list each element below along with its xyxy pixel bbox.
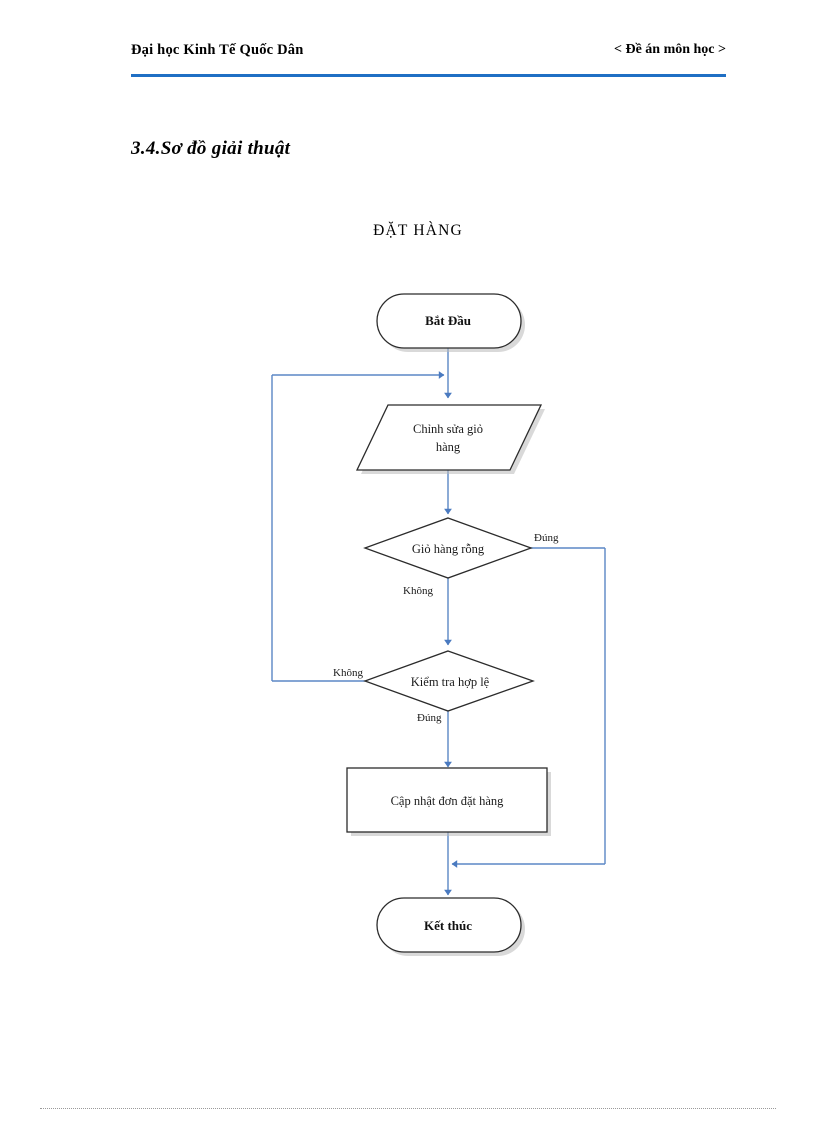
section-heading: 3.4.Sơ đồ giải thuật xyxy=(131,138,291,159)
node-start-label: Bắt Đầu xyxy=(425,313,471,328)
node-update-order-label: Cập nhật đơn đặt hàng xyxy=(391,794,505,808)
header-right-text: < Đề án môn học > xyxy=(613,42,726,57)
edge-label-valid-true: Đúng xyxy=(417,712,442,724)
node-edit-cart-label-line1: Chỉnh sửa giỏ xyxy=(413,422,483,436)
connector-empty-true-bypass xyxy=(451,547,606,868)
page-header: Đại học Kinh Tế Quốc Dân < Đề án môn học… xyxy=(131,42,726,70)
edge-label-empty-true: Đúng xyxy=(534,532,559,544)
node-validity-label: Kiểm tra hợp lệ xyxy=(411,675,490,689)
edge-label-empty-false: Không xyxy=(403,585,433,597)
footer-divider xyxy=(40,1108,776,1109)
node-update-order: Cập nhật đơn đặt hàng xyxy=(346,767,551,836)
node-start: Bắt Đầu xyxy=(376,293,525,352)
edge-label-valid-false: Không xyxy=(333,667,363,679)
node-validity-decision: Kiểm tra hợp lệ xyxy=(363,650,535,712)
node-edit-cart: Chỉnh sửa giỏ hàng xyxy=(355,404,545,474)
header-left-text: Đại học Kinh Tế Quốc Dân xyxy=(131,42,304,58)
node-end: Kết thúc xyxy=(376,897,525,956)
node-edit-cart-label-line2: hàng xyxy=(436,440,461,454)
node-cart-empty-label: Giỏ hàng rỗng xyxy=(412,542,485,556)
flowchart-title: ĐẶT HÀNG xyxy=(373,222,463,239)
header-divider xyxy=(131,74,726,77)
node-cart-empty-decision: Giỏ hàng rỗng xyxy=(363,517,533,579)
connector-valid-false-loop xyxy=(271,371,445,682)
node-end-label: Kết thúc xyxy=(424,918,472,933)
